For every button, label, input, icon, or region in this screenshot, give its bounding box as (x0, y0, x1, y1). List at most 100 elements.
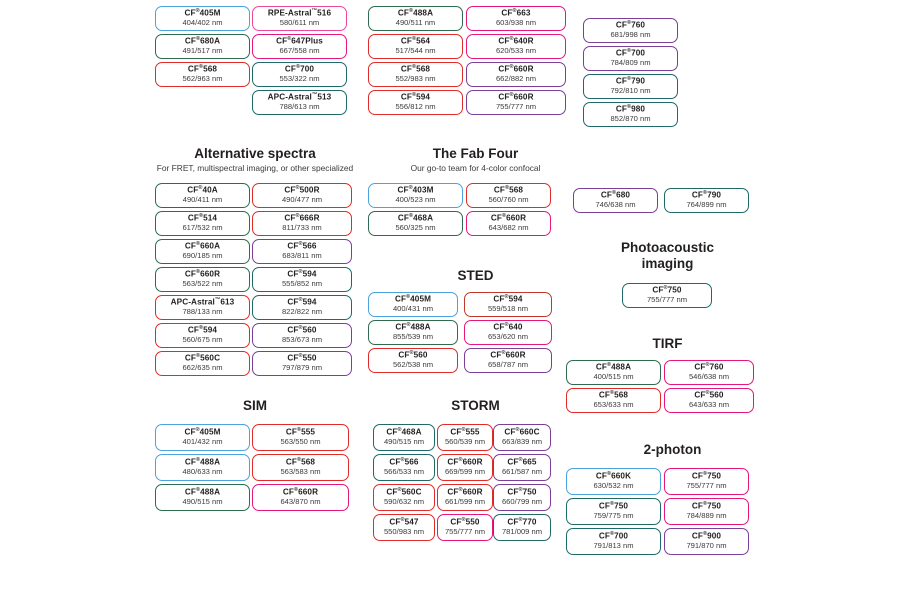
trademark-symbol: ® (199, 324, 204, 331)
dye-wavelengths: 552/983 nm (395, 74, 436, 84)
dye-wavelengths: 491/517 nm (182, 46, 223, 56)
trademark-symbol: ® (196, 35, 201, 42)
dye-name: CF®560C (184, 352, 221, 363)
dye-name: CF®594 (287, 268, 317, 279)
dye-name: CF®660K (595, 470, 632, 481)
dye-name: CF®750 (598, 500, 629, 511)
dye-wavelengths: 661/587 nm (501, 467, 543, 477)
trademark-symbol: ® (610, 500, 615, 507)
dye-name: CF®790 (691, 189, 722, 200)
dye-name: APC-Astral™513 (267, 91, 332, 102)
dye-name: CF®403M (397, 184, 434, 195)
section-subtitle-fab-four: Our go-to team for 4-color confocal (410, 163, 541, 173)
dye-name: CF®660R (490, 212, 527, 223)
dye-wavelengths: 643/870 nm (280, 497, 321, 507)
section-title-two-photon: 2-photon (643, 442, 702, 457)
dye-name: CF®660R (490, 349, 526, 360)
dye-name: CF®405M (184, 7, 221, 18)
trademark-symbol: ® (461, 516, 466, 523)
dye-name: CF®568 (285, 456, 316, 467)
dye-name: CF®647Plus (276, 35, 323, 46)
dye-name: CF®488A (395, 321, 431, 332)
trademark-symbol: ™ (311, 7, 318, 14)
dye-name: CF®488A (184, 456, 221, 467)
trademark-symbol: ® (607, 470, 612, 477)
